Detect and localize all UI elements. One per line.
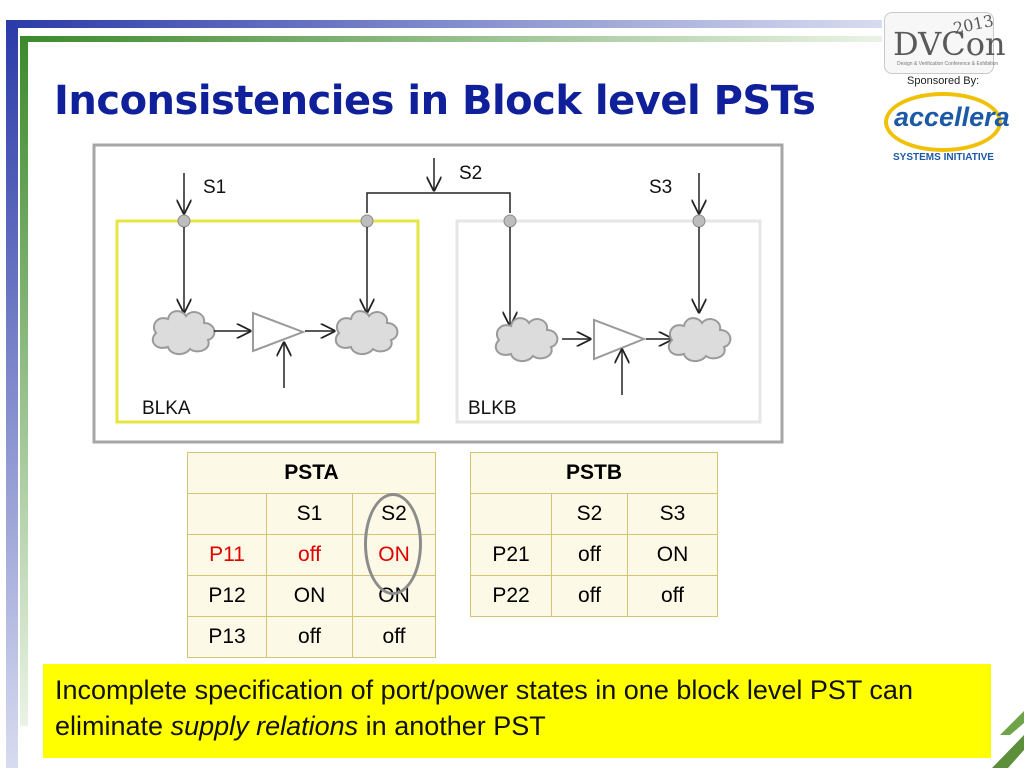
accellera-logo-ring bbox=[884, 92, 1002, 152]
note-box: Incomplete specification of port/power s… bbox=[43, 664, 991, 758]
dvcon-logo-subtitle: Design & Verification Conference & Exhib… bbox=[897, 61, 999, 67]
table-cell: P12 bbox=[187, 575, 267, 617]
blka-label: BLKA bbox=[142, 398, 191, 419]
psta-header-s1: S1 bbox=[266, 493, 353, 535]
s2-label: S2 bbox=[459, 163, 483, 184]
blka-cloud-right bbox=[334, 310, 399, 356]
table-cell: off bbox=[551, 534, 628, 576]
blka-buffer bbox=[252, 311, 306, 353]
dvcon-logo: DVCon 2013 Design & Verification Confere… bbox=[884, 11, 1006, 74]
blka-port-s1 bbox=[177, 214, 191, 228]
table-cell: ON bbox=[266, 575, 353, 617]
table-cell: off bbox=[352, 616, 436, 658]
systems-initiative-label: SYSTEMS INITIATIVE bbox=[893, 152, 994, 163]
blka-cloud-left bbox=[151, 310, 216, 356]
blkb-port-s2 bbox=[503, 214, 517, 228]
table-cell: off bbox=[627, 575, 718, 617]
table-row: P21 off ON bbox=[470, 534, 718, 576]
decorative-arrows bbox=[992, 711, 1024, 768]
page-title: Inconsistencies in Block level PSTs bbox=[54, 78, 816, 124]
table-cell: off bbox=[266, 534, 353, 576]
pstb-header-s2: S2 bbox=[551, 493, 628, 535]
pstb-title: PSTB bbox=[470, 452, 718, 494]
table-cell: off bbox=[266, 616, 353, 658]
blka-box bbox=[115, 219, 420, 424]
table-row: S2 S3 bbox=[470, 493, 718, 535]
table-row: P22 off off bbox=[470, 575, 718, 617]
pstb-header-empty bbox=[470, 493, 552, 535]
table-cell: P11 bbox=[187, 534, 267, 576]
table-cell: off bbox=[551, 575, 628, 617]
s2-split-line bbox=[366, 192, 511, 213]
left-border-green bbox=[20, 36, 28, 726]
outer-frame bbox=[92, 143, 784, 444]
pstb-table: PSTB S2 S3 P21 off ON P22 off off bbox=[470, 452, 718, 617]
blkb-buffer bbox=[593, 318, 647, 361]
psta-header-empty bbox=[187, 493, 267, 535]
blkb-box bbox=[455, 219, 762, 424]
blkb-port-s3 bbox=[692, 214, 706, 228]
table-cell: P22 bbox=[470, 575, 552, 617]
note-emphasis: supply relations bbox=[170, 711, 359, 741]
top-border-bar bbox=[6, 20, 882, 28]
table-cell: P21 bbox=[470, 534, 552, 576]
left-border-bar bbox=[6, 20, 18, 768]
sponsored-by-label: Sponsored By: bbox=[907, 75, 980, 87]
blkb-cloud-right bbox=[667, 317, 732, 363]
s3-label: S3 bbox=[649, 177, 673, 198]
note-text-2: in another PST bbox=[358, 711, 546, 741]
blka-port-s2 bbox=[360, 214, 374, 228]
highlight-circle bbox=[364, 493, 422, 595]
table-cell: ON bbox=[627, 534, 718, 576]
dvcon-logo-text: DVCon bbox=[893, 25, 1006, 63]
pstb-header-s3: S3 bbox=[627, 493, 718, 535]
table-cell: P13 bbox=[187, 616, 267, 658]
note-text-1: Incomplete specification of port/power s… bbox=[55, 675, 913, 741]
top-border-green bbox=[20, 36, 882, 42]
s1-label: S1 bbox=[203, 177, 227, 198]
accellera-logo-text: accellera bbox=[894, 102, 1010, 132]
table-row: P13 off off bbox=[187, 616, 436, 658]
blkb-cloud-left bbox=[494, 317, 559, 363]
psta-title: PSTA bbox=[187, 452, 436, 494]
blkb-label: BLKB bbox=[468, 398, 517, 419]
